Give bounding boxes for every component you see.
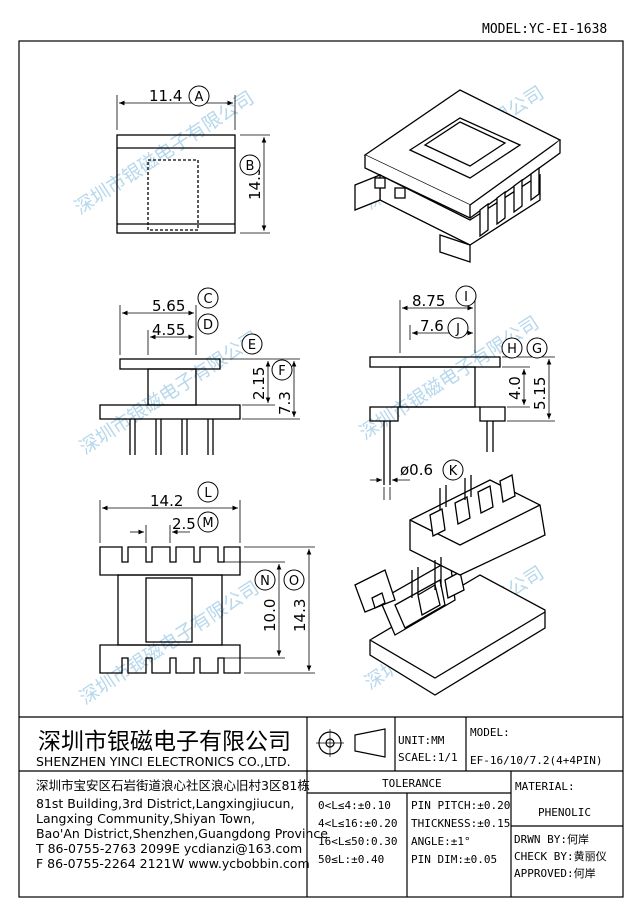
callout-letter-c: C: [203, 292, 212, 307]
callout-f: [271, 359, 293, 381]
watermark-text: 深圳市银磁电子有限公司: [71, 87, 258, 219]
callout-letter-k: K: [449, 464, 458, 479]
bottom-view: [99, 500, 315, 674]
scale-label: SCAEL:1/1: [398, 751, 458, 764]
unit-label: UNIT:MM: [398, 734, 445, 747]
drawn-by: DRWN BY:何岸: [514, 833, 589, 846]
callout-letter-h: H: [507, 342, 517, 357]
model-header: MODEL:YC-EI-1638: [482, 22, 607, 37]
tolerance-item: ANGLE:±1°: [411, 835, 471, 848]
callout-n: [254, 569, 276, 591]
dim-value-i: 8.75: [412, 292, 445, 310]
callout-k: [442, 459, 464, 481]
callout-letter-j: J: [455, 322, 460, 337]
callout-o: [283, 569, 305, 591]
dim-value-c: 5.65: [152, 297, 185, 315]
callout-letter-n: N: [260, 574, 270, 589]
dim-value-e: 2.15: [250, 367, 268, 400]
callout-letter-o: O: [289, 574, 299, 589]
callout-m: [197, 511, 219, 533]
dim-value-o: 14.3: [291, 599, 309, 632]
callout-letter-a: A: [195, 90, 204, 105]
tolerance-item: 16<L≤50:0.30: [318, 835, 397, 848]
tolerance-item: 0<L≤4:±0.10: [318, 799, 391, 812]
callout-l: [197, 481, 219, 503]
iso-view-bottom: [354, 474, 546, 696]
company-name-cn: 深圳市银磁电子有限公司: [38, 729, 291, 755]
model-label: MODEL:: [470, 726, 510, 739]
address-en-line: 81st Building,3rd District,Langxingjiucu…: [36, 796, 294, 811]
email: E ycdianzi@163.com: [172, 841, 302, 856]
callout-letter-g: G: [532, 342, 542, 357]
dim-value-n: 10.0: [261, 599, 279, 632]
address-en-line: Bao'An District,Shenzhen,Guangdong Provi…: [36, 826, 328, 841]
dim-value-m: 2.5: [172, 515, 196, 533]
tolerance-item: THICKNESS:±0.15: [411, 817, 510, 830]
dim-value-d: 4.55: [152, 321, 185, 339]
dim-value-j: 7.6: [420, 317, 444, 335]
fax: F 86-0755-2264 2121: [36, 856, 172, 871]
tolerance-item: 50≤L:±0.40: [318, 853, 384, 866]
side-view: [369, 300, 555, 500]
material-label: MATERIAL:: [515, 780, 575, 793]
title-block: [19, 716, 623, 897]
dim-value-l: 14.2: [150, 492, 183, 510]
tolerance-item: PIN PITCH:±0.20: [411, 799, 510, 812]
callout-letter-b: B: [246, 159, 255, 174]
callout-b: [239, 154, 261, 176]
callout-c: [197, 287, 219, 309]
callout-d: [197, 313, 219, 335]
address-cn: 深圳市宝安区石岩街道浪心社区浪心旧村3区81栋: [36, 778, 310, 793]
front-view: [99, 305, 300, 455]
approved-by: APPROVED:何岸: [514, 867, 596, 880]
callout-letter-e: E: [248, 338, 256, 353]
company-name-en: SHENZHEN YINCI ELECTRONICS CO.,LTD.: [36, 754, 291, 769]
callout-e: [241, 333, 263, 355]
watermark-text: 深圳市银磁电子有限公司: [76, 327, 263, 459]
tolerance-item: PIN DIM:±0.05: [411, 853, 497, 866]
callout-letter-m: M: [202, 516, 213, 531]
callout-letter-l: L: [204, 486, 212, 501]
website: W www.ycbobbin.com: [172, 856, 310, 871]
callout-letter-i: I: [464, 290, 468, 305]
callout-letter-f: F: [278, 364, 285, 379]
callout-letter-d: D: [203, 318, 213, 333]
drawing-border: [18, 40, 624, 898]
iso-view-top: [354, 89, 562, 263]
checked-by: CHECK BY:黄丽仪: [514, 849, 607, 863]
address-en-line: Langxing Community,Shiyan Town,: [36, 811, 255, 826]
tolerance-title: TOLERANCE: [382, 777, 442, 790]
dim-value-g: 5.15: [531, 377, 549, 410]
dim-value-f: 7.3: [276, 391, 294, 415]
dim-value-h: 4.0: [506, 376, 524, 400]
dim-value-k: ø0.6: [400, 461, 433, 479]
material-value: PHENOLIC: [538, 806, 591, 819]
watermark-text: 深圳市银磁电子有限公司: [76, 577, 263, 709]
phone: T 86-0755-2763 2099: [35, 841, 172, 856]
top-view: [116, 95, 270, 234]
tolerance-item: 4<L≤16:±0.20: [318, 817, 397, 830]
callout-g: [526, 337, 548, 359]
callout-i: [455, 285, 477, 307]
callout-j: [447, 317, 469, 339]
callout-h: [501, 337, 523, 359]
model-value: EF-16/10/7.2(4+4PIN): [470, 754, 602, 767]
callout-a: [188, 85, 210, 107]
dim-value-a: 11.4: [149, 87, 182, 105]
